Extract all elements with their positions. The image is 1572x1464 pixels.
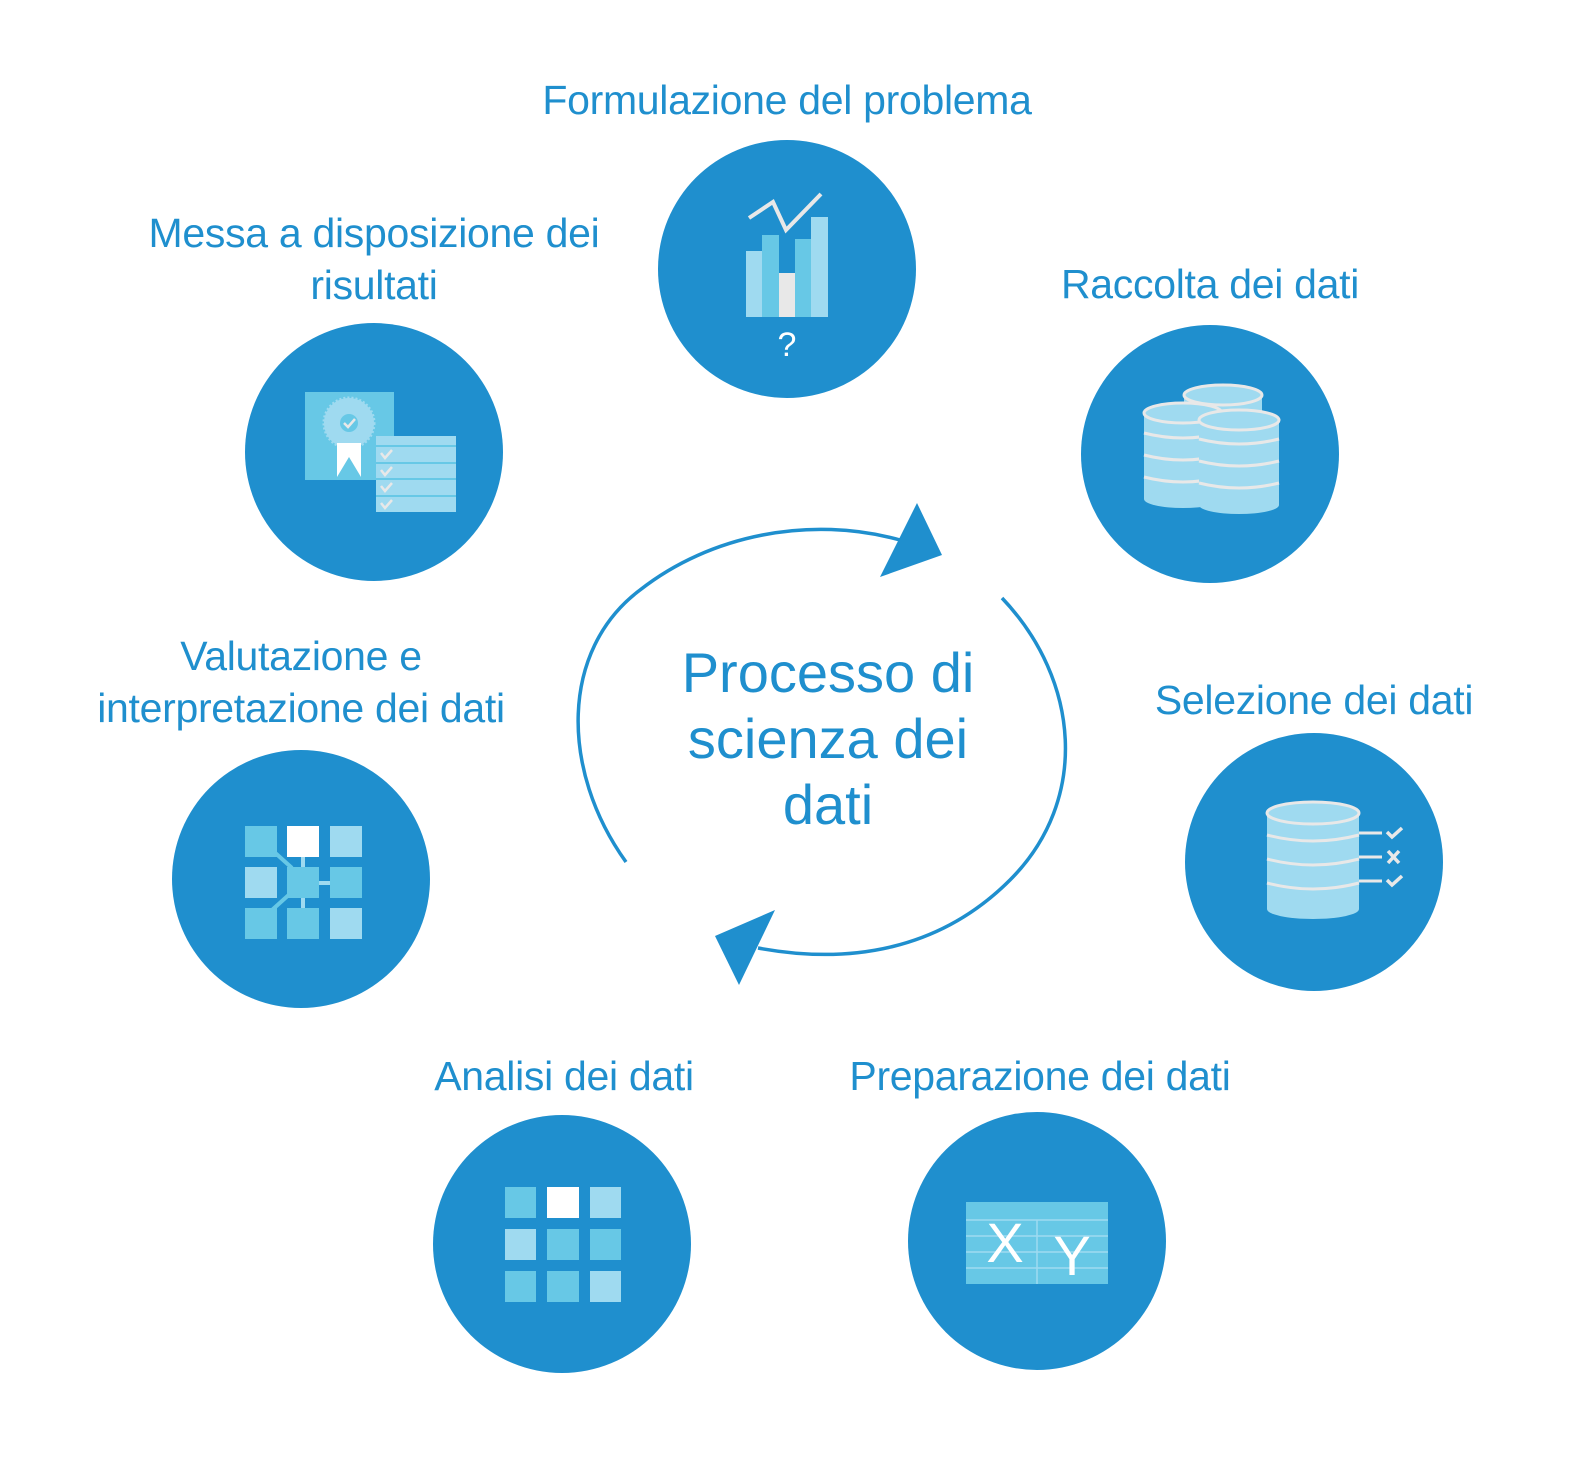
step-label-formulazione: Formulazione del problema xyxy=(487,74,1087,126)
center-title-line: Processo di xyxy=(681,641,975,704)
x-glyph: X xyxy=(986,1211,1023,1274)
step-label-line: interpretazione dei dati xyxy=(97,685,505,731)
center-title-line: dati xyxy=(782,773,874,836)
step-label-line: Formulazione del problema xyxy=(542,77,1032,123)
xy-table-icon: X Y xyxy=(966,1202,1108,1287)
step-circle-analisi xyxy=(433,1115,691,1373)
step-circle-formulazione: ? xyxy=(658,140,916,398)
center-title-line: scienza dei xyxy=(687,707,969,770)
step-circle-selezione xyxy=(1185,733,1443,991)
database-selection-icon xyxy=(1265,800,1404,919)
step-label-line: Valutazione e xyxy=(180,633,422,679)
step-label-messa: Messa a disposizione dei risultati xyxy=(124,207,624,311)
database-stack-icon xyxy=(1142,383,1281,514)
bar-chart-question-icon: ? xyxy=(746,192,828,364)
step-circle-raccolta xyxy=(1081,325,1339,583)
step-label-line: Raccolta dei dati xyxy=(1060,261,1360,307)
cycle-arrowhead-bottom xyxy=(715,910,775,985)
cycle-arc-bottom-right xyxy=(757,596,1068,957)
step-circle-valutazione xyxy=(172,750,430,1008)
step-circle-messa xyxy=(245,323,503,581)
grid-analysis-icon xyxy=(505,1187,621,1302)
center-title: Processo di scienza dei dati xyxy=(628,640,1028,838)
step-label-line: Messa a disposizione dei xyxy=(148,210,600,256)
cycle-arrowhead-top xyxy=(880,503,942,577)
step-label-line: Analisi dei dati xyxy=(434,1053,694,1099)
step-label-line: Selezione dei dati xyxy=(1154,677,1474,723)
step-label-line: Preparazione dei dati xyxy=(849,1053,1231,1099)
step-label-preparazione: Preparazione dei dati xyxy=(790,1050,1290,1102)
network-grid-icon xyxy=(245,826,362,939)
step-label-line: risultati xyxy=(310,262,438,308)
step-label-raccolta: Raccolta dei dati xyxy=(1010,258,1410,310)
step-circle-preparazione: X Y xyxy=(908,1112,1166,1370)
y-glyph: Y xyxy=(1053,1224,1090,1287)
step-label-analisi: Analisi dei dati xyxy=(364,1050,764,1102)
step-label-selezione: Selezione dei dati xyxy=(1114,674,1514,726)
cycle-arc-top-left xyxy=(576,527,901,864)
certificate-checklist-icon xyxy=(305,392,456,512)
step-label-valutazione: Valutazione e interpretazione dei dati xyxy=(51,630,551,734)
question-mark-glyph: ? xyxy=(778,326,797,364)
